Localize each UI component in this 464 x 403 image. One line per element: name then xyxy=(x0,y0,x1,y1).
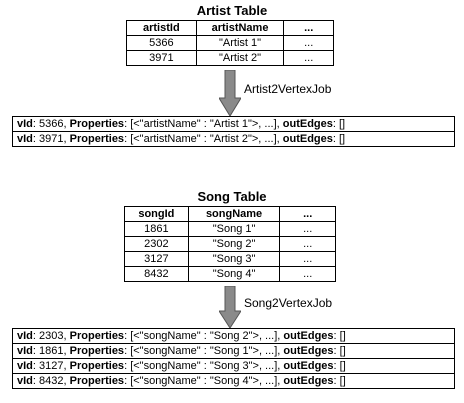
artist-table: artistId artistName ... 5366 "Artist 1" … xyxy=(126,20,334,66)
table-row: 2302 "Song 2" ... xyxy=(124,236,336,252)
table-cell: 8432 xyxy=(124,266,189,282)
song-vertex-list: vId: 2303, Properties: [<"songName" : "S… xyxy=(12,328,455,389)
table-cell: "Song 1" xyxy=(187,221,281,237)
properties-value: [<"songName" : "Song 4">, ...], xyxy=(130,375,281,387)
vid-label: vId xyxy=(17,345,33,357)
table-cell: 2302 xyxy=(124,236,189,252)
vid-label: vId xyxy=(17,360,33,372)
table-cell: "Artist 2" xyxy=(195,50,285,66)
properties-label: Properties xyxy=(69,330,125,342)
vid-label: vId xyxy=(17,330,33,342)
outedges-value: [] xyxy=(339,375,346,387)
artist-job-arrow xyxy=(219,70,241,116)
vertex-row: vId: 3971, Properties: [<"artistName" : … xyxy=(13,131,454,146)
table-cell: ... xyxy=(283,35,334,51)
vid-label: vId xyxy=(17,133,33,145)
artist-table-title: Artist Table xyxy=(196,3,268,18)
table-cell: 3127 xyxy=(124,251,189,267)
vid-value: 1861 xyxy=(39,345,64,357)
song-header-cell: ... xyxy=(279,206,336,222)
vid-value: 8432 xyxy=(39,375,64,387)
artist-header-cell: ... xyxy=(283,20,334,36)
outedges-value: [] xyxy=(339,118,346,130)
table-cell: ... xyxy=(279,251,336,267)
table-cell: ... xyxy=(279,236,336,252)
arrow-shape xyxy=(219,70,241,116)
song-job-label: Song2VertexJob xyxy=(244,296,333,310)
table-cell: 1861 xyxy=(124,221,189,237)
table-cell: ... xyxy=(279,221,336,237)
properties-label: Properties xyxy=(69,345,125,357)
table-row: 8432 "Song 4" ... xyxy=(124,266,336,282)
table-cell: 5366 xyxy=(126,35,197,51)
vid-value: 3127 xyxy=(39,360,64,372)
vertex-row: vId: 8432, Properties: [<"songName" : "S… xyxy=(13,373,454,388)
outedges-value: [] xyxy=(339,133,346,145)
artist-header-cell: artistName xyxy=(195,20,285,36)
artist-vertex-list: vId: 5366, Properties: [<"artistName" : … xyxy=(12,116,455,147)
outedges-label: outEdges xyxy=(282,118,333,130)
vid-value: 5366 xyxy=(39,118,64,130)
properties-value: [<"songName" : "Song 1">, ...], xyxy=(130,345,281,357)
vid-value: 3971 xyxy=(39,133,64,145)
vertex-row: vId: 1861, Properties: [<"songName" : "S… xyxy=(13,343,454,358)
properties-value: [<"artistName" : "Artist 2">, ...], xyxy=(130,133,280,145)
outedges-label: outEdges xyxy=(283,345,334,357)
properties-label: Properties xyxy=(69,133,125,145)
properties-value: [<"songName" : "Song 2">, ...], xyxy=(130,330,281,342)
table-row: 5366 "Artist 1" ... xyxy=(126,35,334,51)
outedges-label: outEdges xyxy=(282,133,333,145)
properties-label: Properties xyxy=(69,375,125,387)
table-cell: "Artist 1" xyxy=(195,35,285,51)
song-header-row: songId songName ... xyxy=(124,206,336,222)
properties-value: [<"songName" : "Song 3">, ...], xyxy=(130,360,281,372)
properties-value: [<"artistName" : "Artist 1">, ...], xyxy=(130,118,280,130)
table-cell: "Song 2" xyxy=(187,236,281,252)
song-table: songId songName ... 1861 "Song 1" ... 23… xyxy=(124,206,336,282)
outedges-value: [] xyxy=(339,330,346,342)
vertex-row: vId: 5366, Properties: [<"artistName" : … xyxy=(17,118,346,130)
table-cell: "Song 3" xyxy=(187,251,281,267)
table-row: 3971 "Artist 2" ... xyxy=(126,50,334,66)
table-row: 3127 "Song 3" ... xyxy=(124,251,336,267)
vid-label: vId xyxy=(17,118,33,130)
song-header-cell: songId xyxy=(124,206,189,222)
table-cell: ... xyxy=(279,266,336,282)
artist-header-row: artistId artistName ... xyxy=(126,20,334,36)
vid-value: 2303 xyxy=(39,330,64,342)
song-header-cell: songName xyxy=(187,206,281,222)
arrow-shape xyxy=(219,286,241,328)
table-row: 1861 "Song 1" ... xyxy=(124,221,336,237)
properties-label: Properties xyxy=(69,360,125,372)
table-cell: "Song 4" xyxy=(187,266,281,282)
song-job-arrow xyxy=(219,286,241,328)
artist-header-cell: artistId xyxy=(126,20,197,36)
outedges-label: outEdges xyxy=(283,330,334,342)
vid-label: vId xyxy=(17,375,33,387)
outedges-value: [] xyxy=(339,345,346,357)
vertex-row: vId: 3127, Properties: [<"songName" : "S… xyxy=(13,358,454,373)
artist-job-label: Artist2VertexJob xyxy=(244,82,332,96)
properties-label: Properties xyxy=(69,118,125,130)
table-cell: 3971 xyxy=(126,50,197,66)
outedges-label: outEdges xyxy=(283,360,334,372)
outedges-value: [] xyxy=(339,360,346,372)
vertex-row: vId: 2303, Properties: [<"songName" : "S… xyxy=(17,330,346,342)
outedges-label: outEdges xyxy=(283,375,334,387)
table-cell: ... xyxy=(283,50,334,66)
song-table-title: Song Table xyxy=(197,189,267,204)
